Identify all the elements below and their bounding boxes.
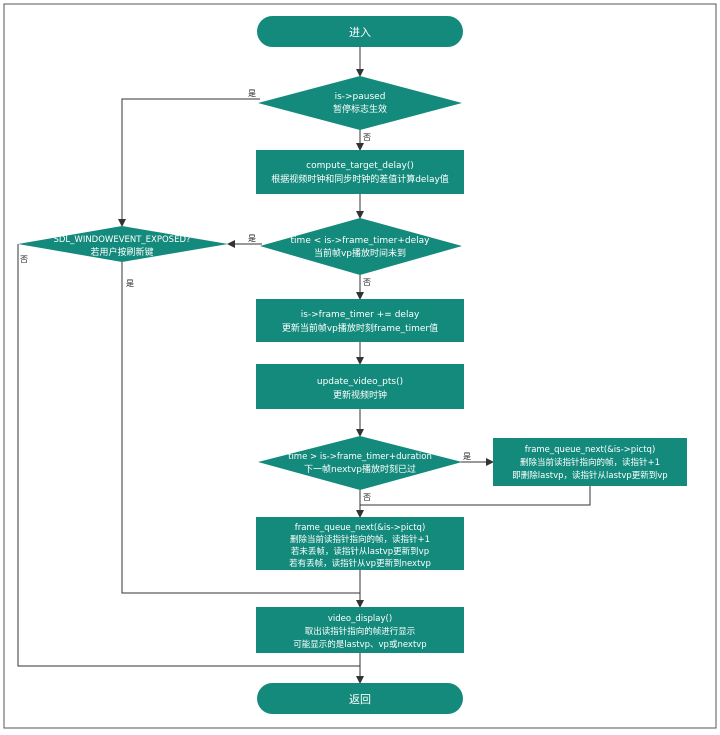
update-timer-node <box>256 299 464 342</box>
update-pts-line2: 更新视频时钟 <box>333 389 387 401</box>
compute-delay-line2: 根据视频时钟和同步时钟的差值计算delay值 <box>271 173 449 185</box>
queue-next-line2: 删除当前读指针指向的帧，读指针+1 <box>290 534 430 545</box>
drop-next-line1: frame_queue_next(&is->pictq) <box>525 445 656 455</box>
display-line1: video_display() <box>328 614 392 624</box>
drop-next-line3: 即删除lastvp，读指针从lastvp更新到vp <box>512 470 667 481</box>
duration-check-line2: 下一帧nextvp播放时刻已过 <box>304 463 416 475</box>
duration-check-decision <box>258 436 462 490</box>
expose-check-line2: 若用户按刷新键 <box>90 246 153 258</box>
time-check-decision <box>260 218 462 275</box>
branch-labels: 是 否 是 否 否 是 是 否 <box>20 89 471 502</box>
diagram-border <box>3 3 717 729</box>
time-check-line1: time < is->frame_timer+delay <box>291 236 431 246</box>
edge-drop-return <box>360 486 591 506</box>
expose-no-label: 否 <box>20 255 28 264</box>
display-line2: 取出读指针指向的帧进行显示 <box>305 626 416 637</box>
connectors <box>17 47 591 684</box>
drop-next-line2: 删除当前读指针指向的帧，读指针+1 <box>520 457 660 468</box>
start-node <box>257 16 463 47</box>
queue-next-node <box>256 517 464 570</box>
update-pts-line1: update_video_pts() <box>317 377 403 387</box>
expose-yes-label: 是 <box>126 279 134 288</box>
start-label: 进入 <box>349 26 371 39</box>
display-line3: 可能显示的是lastvp、vp或nextvp <box>293 639 426 650</box>
time-check-line2: 当前帧vp播放时间未到 <box>314 247 406 259</box>
end-label: 返回 <box>349 693 371 706</box>
paused-decision <box>258 76 462 130</box>
compute-delay-line1: compute_target_delay() <box>306 161 414 171</box>
paused-no-label: 否 <box>363 133 371 142</box>
time-yes-label: 是 <box>248 234 256 243</box>
end-node <box>257 683 463 714</box>
paused-line2: 暂停标志生效 <box>333 103 387 115</box>
queue-next-line1: frame_queue_next(&is->pictq) <box>295 523 426 533</box>
update-timer-line2: 更新当前帧vp播放时刻frame_timer值 <box>282 322 438 334</box>
queue-next-line3: 若未丢帧，读指针从lastvp更新到vp <box>291 546 429 557</box>
edge-expose-yes <box>121 262 360 594</box>
edge-expose-no <box>17 244 360 667</box>
update-timer-line1: is->frame_timer += delay <box>301 310 420 320</box>
drop-next-node <box>493 438 687 486</box>
nodes: 进入 is->paused 暂停标志生效 compute_target_dela… <box>18 16 687 714</box>
compute-delay-node <box>256 150 464 194</box>
expose-check-decision <box>18 226 228 262</box>
time-no-label: 否 <box>363 278 371 287</box>
edge-paused-yes <box>118 98 260 227</box>
duration-no-label: 否 <box>363 493 371 502</box>
queue-next-line4: 若有丢帧，读指针从vp更新到nextvp <box>289 558 431 569</box>
expose-check-line1: SDL_WINDOWEVENT_EXPOSED? <box>53 235 190 245</box>
duration-check-line1: time > is->frame_timer+duration <box>288 452 432 462</box>
duration-yes-label: 是 <box>463 452 471 461</box>
paused-line1: is->paused <box>335 92 386 102</box>
paused-yes-label: 是 <box>248 89 256 98</box>
update-pts-node <box>256 364 464 409</box>
display-node <box>256 607 464 653</box>
